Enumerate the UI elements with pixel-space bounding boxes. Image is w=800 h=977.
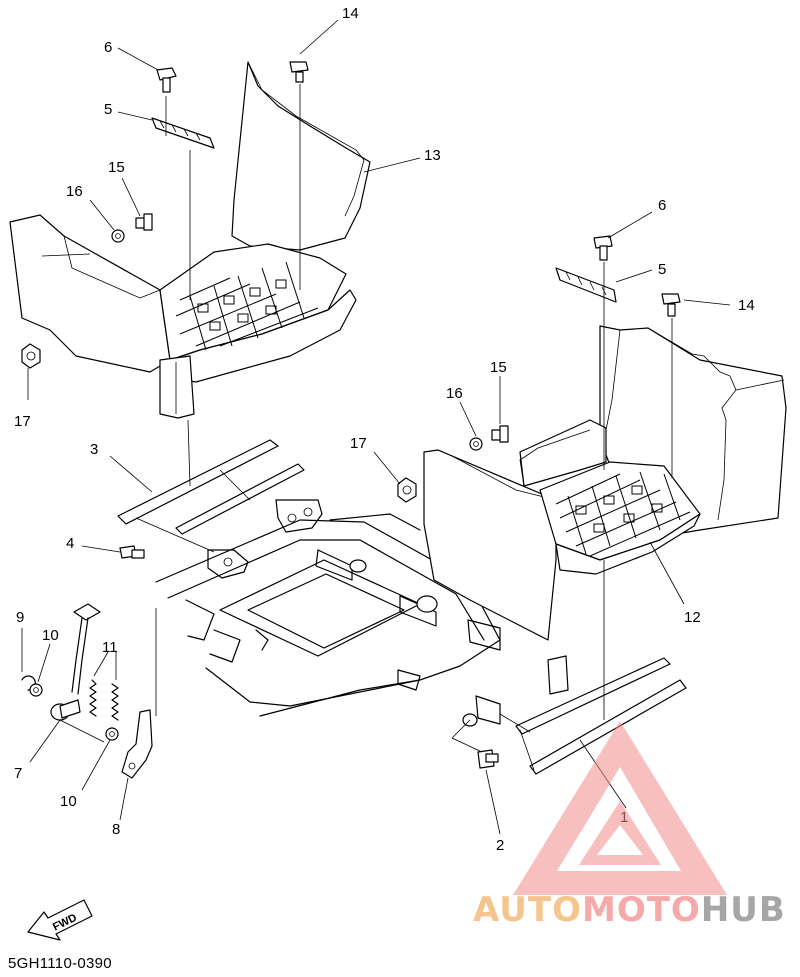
lever-8 [121, 709, 153, 779]
footrest-stay-left [117, 439, 323, 579]
bracket-5-right [555, 267, 617, 303]
nut-17-left [21, 343, 41, 369]
diagram-reference-code: 5GH1110-0390 [8, 955, 112, 972]
left-footrest-grid [175, 261, 319, 351]
callout-5-right: 5 [658, 261, 666, 278]
watermark-hub: HUB [700, 890, 786, 930]
callout-17-right: 17 [350, 435, 367, 452]
bolt-2 [477, 749, 499, 769]
watermark-moto: MOTO [581, 890, 701, 930]
callout-3: 3 [90, 441, 98, 458]
callout-10-lower: 10 [60, 793, 77, 810]
callout-14-right: 14 [738, 297, 755, 314]
assembly-lines [59, 84, 673, 753]
washer-10-upper [29, 683, 43, 697]
nut-17-right [397, 477, 417, 503]
callout-14-left: 14 [342, 5, 359, 22]
callout-6-left: 6 [104, 39, 112, 56]
callout-10-upper: 10 [42, 627, 59, 644]
callout-15-right: 15 [490, 359, 507, 376]
right-footrest-grid [555, 471, 691, 557]
bolt-4 [119, 545, 145, 559]
callout-8: 8 [112, 821, 120, 838]
bolt-14-right [661, 293, 681, 317]
callout-15-left: 15 [108, 159, 125, 176]
callout-16-left: 16 [66, 183, 83, 200]
callout-12: 12 [684, 609, 701, 626]
washer-10-lower [105, 727, 119, 741]
watermark-text: AUTOMOTOHUB [473, 890, 786, 930]
brake-pedal-7 [50, 603, 101, 721]
callout-7: 7 [14, 765, 22, 782]
bolt-14-left [289, 61, 309, 83]
washer-16-left [111, 229, 125, 243]
callout-11: 11 [102, 639, 118, 656]
footrest-stay-right [462, 655, 687, 775]
callout-9: 9 [16, 609, 24, 626]
watermark-auto: AUTO [473, 890, 582, 930]
springs-11 [89, 679, 119, 721]
bolt-15-left [135, 213, 153, 231]
right-footrest-panel [423, 325, 787, 641]
callout-17-left: 17 [14, 413, 31, 430]
bracket-5-left [151, 117, 215, 149]
callout-6-right: 6 [658, 197, 666, 214]
left-footrest-panel [9, 61, 371, 419]
callout-4: 4 [66, 535, 74, 552]
callout-16-right: 16 [446, 385, 463, 402]
frame [155, 513, 501, 717]
callout-13: 13 [424, 147, 441, 164]
bolt-15-right [491, 425, 509, 443]
bolt-6-left [156, 67, 177, 93]
watermark-logo [513, 721, 727, 895]
callout-2: 2 [496, 837, 504, 854]
fwd-arrow: FWD [27, 899, 93, 941]
callout-5-left: 5 [104, 101, 112, 118]
bolt-6-right [593, 235, 613, 261]
washer-16-right [469, 437, 483, 451]
